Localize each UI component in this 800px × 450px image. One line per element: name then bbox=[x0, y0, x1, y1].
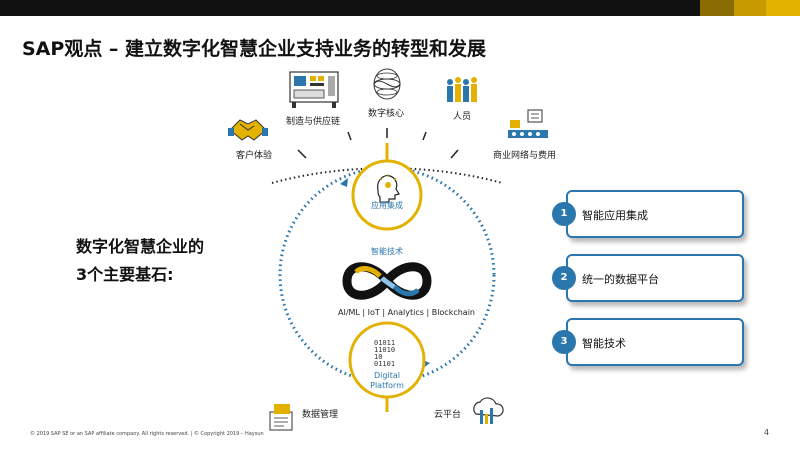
app-integration-label: 应用集成 bbox=[371, 201, 403, 210]
pillar-card-1[interactable]: 智能应用集成 bbox=[566, 190, 744, 238]
data-management-label: 数据管理 bbox=[302, 410, 339, 420]
pillar-card-label: 智能应用集成 bbox=[582, 209, 648, 222]
intelligent-tech-label: 智能技术 bbox=[371, 247, 403, 256]
page-number: 4 bbox=[764, 428, 770, 437]
outer-ring-arc bbox=[271, 167, 503, 184]
infinity-icon bbox=[342, 262, 432, 300]
top-bar-accent-1 bbox=[700, 0, 734, 16]
top-bar-accent-3 bbox=[766, 0, 800, 16]
customer-experience-label: 客户体验 bbox=[236, 151, 273, 161]
people-label: 人员 bbox=[453, 112, 472, 122]
binary-line: 01101 bbox=[374, 360, 396, 368]
digital-core-sphere-icon bbox=[373, 68, 401, 100]
cloud-platform-label: 云平台 bbox=[434, 410, 462, 420]
slide-title: SAP观点 – 建立数字化智慧企业支持业务的转型和发展 bbox=[22, 38, 487, 60]
pillar-card-2[interactable]: 统一的数据平台 bbox=[566, 254, 744, 302]
pillar-card-label: 智能技术 bbox=[582, 337, 626, 350]
binary-digits: 01011 11010 10 01101 bbox=[374, 340, 395, 368]
manufacturing-supply-chain-label: 制造与供应链 bbox=[286, 117, 341, 127]
outer-ring-ticks bbox=[297, 128, 459, 159]
pillar-card-label: 统一的数据平台 bbox=[582, 273, 659, 286]
top-bar bbox=[0, 0, 800, 16]
factory-machine-icon bbox=[289, 71, 339, 108]
digital-platform-label: Digital Platform bbox=[370, 371, 404, 390]
top-bar-accent-2 bbox=[734, 0, 766, 16]
data-management-icon bbox=[269, 404, 293, 431]
pillar-badge-3: 3 bbox=[552, 330, 576, 354]
pillars-heading-line1: 数字化智慧企业的 bbox=[76, 237, 205, 256]
handshake-icon bbox=[228, 119, 268, 141]
business-network-label: 商业网络与费用 bbox=[493, 151, 557, 161]
copyright-footer: © 2019 SAP SE or an SAP affiliate compan… bbox=[30, 431, 264, 437]
pillar-badge-2: 2 bbox=[552, 266, 576, 290]
binary-line: 11010 bbox=[374, 346, 396, 354]
app-integration-circle bbox=[351, 159, 423, 231]
cloud-platform-icon bbox=[473, 397, 504, 424]
binary-line: 01011 bbox=[374, 339, 396, 347]
business-network-icon bbox=[508, 109, 548, 138]
blue-dotted-ring bbox=[278, 166, 496, 384]
pillars-heading-line2: 3个主要基石: bbox=[76, 265, 174, 284]
digital-core-label: 数字核心 bbox=[368, 109, 405, 119]
digital-platform-circle bbox=[348, 321, 426, 399]
ring-arrow-left bbox=[340, 178, 348, 187]
binary-line: 10 bbox=[374, 353, 383, 361]
people-group-icon bbox=[447, 77, 477, 102]
tech-list: AI/ML | IoT | Analytics | Blockchain bbox=[338, 308, 475, 317]
pillar-badge-1: 1 bbox=[552, 202, 576, 226]
pillar-card-3[interactable]: 智能技术 bbox=[566, 318, 744, 366]
head-lightbulb-icon bbox=[377, 174, 400, 203]
pillars-heading: 数字化智慧企业的 3个主要基石: bbox=[76, 233, 204, 289]
